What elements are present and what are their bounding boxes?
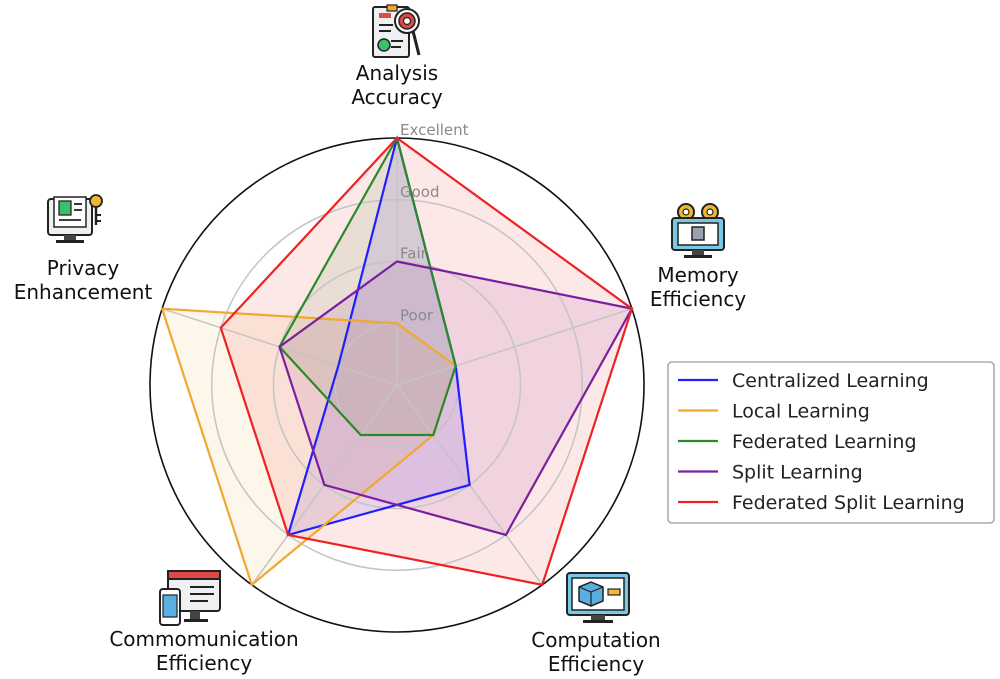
chip-gears-icon (671, 203, 725, 258)
series-line-federated-split-learning (219, 136, 634, 587)
target-report-icon (372, 4, 421, 58)
series-lines (160, 135, 634, 587)
legend-label-local-learning: Local Learning (732, 401, 870, 423)
tick-labels: Poor Fair Good Excellent (400, 121, 469, 324)
tick-label-excellent: Excellent (400, 121, 469, 139)
id-lock-icon (47, 194, 103, 243)
legend-box (667, 361, 995, 524)
axis-icons (47, 4, 725, 626)
series-fill-federated-split-learning (220, 138, 632, 585)
series-line-federated-learning (278, 135, 457, 437)
legend-label-centralized-learning: Centralized Learning (732, 370, 929, 392)
tick-label-good: Good (400, 183, 440, 201)
series-line-local-learning (160, 307, 457, 587)
legend-label-split-learning: Split Learning (732, 462, 863, 484)
cube-monitor-icon (566, 572, 630, 623)
series-line-split-learning (278, 260, 634, 537)
tick-label-fair: Fair (400, 245, 428, 263)
legend-label-federated-split-learning: Federated Split Learning (732, 492, 965, 514)
devices-icon (159, 570, 221, 626)
legend-label-federated-learning: Federated Learning (732, 431, 917, 453)
series-fill-local-learning (162, 308, 456, 585)
grid-spoke-1 (396, 307, 633, 386)
tick-label-poor: Poor (400, 306, 434, 324)
